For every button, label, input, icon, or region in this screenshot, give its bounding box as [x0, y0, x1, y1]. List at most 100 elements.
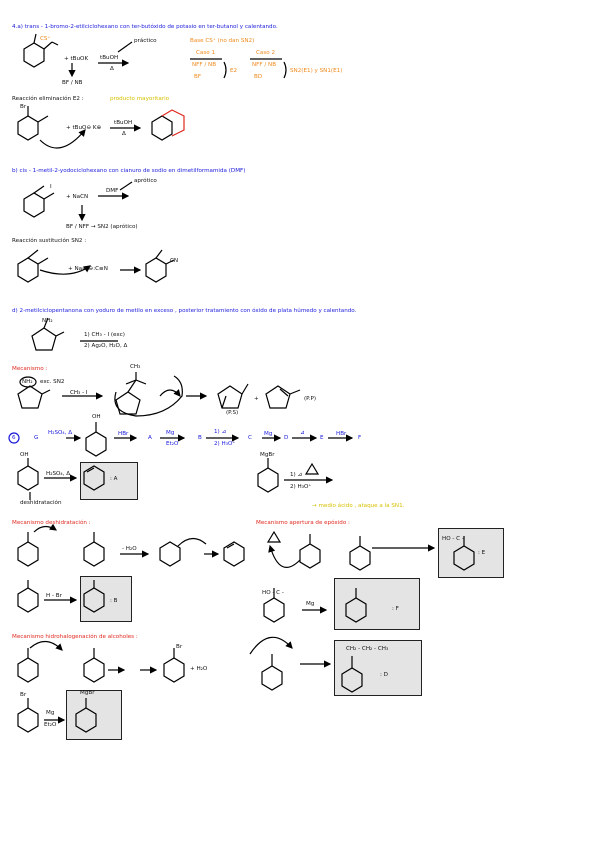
cyclohexane-b-mech	[17, 249, 49, 283]
bromide-br: Br	[20, 692, 27, 698]
caso2-bot: BD	[254, 74, 263, 80]
seq-G: G	[34, 435, 39, 441]
epox-alkoxide	[349, 536, 371, 571]
seq-D: D	[284, 435, 289, 441]
hbr-label: H - Br	[46, 593, 62, 599]
cyclohexane-b-product	[145, 249, 175, 283]
cyclohexene-mech	[223, 541, 245, 567]
epox-ho: HO - C -	[442, 536, 464, 542]
part-d-step1: 1) CH₃ - I (exc)	[84, 332, 125, 338]
cyclohexane-a-start	[23, 33, 59, 68]
mech-epox-title: Mecanismo apertura de epóxido :	[256, 520, 350, 526]
alkene-product-pp	[265, 385, 301, 409]
part-a-mech-br: Br	[20, 104, 27, 110]
seq-F: F	[358, 435, 362, 441]
seq-A: A	[148, 435, 152, 441]
bromocyclohexane	[17, 698, 39, 733]
part-a-arrow-delta: Δ	[110, 66, 114, 72]
result-box-B	[80, 576, 132, 622]
grignard-label: MgBr	[260, 452, 275, 458]
cyclohexyl-grignard	[257, 458, 279, 493]
mg-label: Mg	[306, 601, 315, 607]
seq-r5: Mg	[264, 431, 273, 437]
halog-mech-3	[163, 648, 185, 683]
part-a-below-label: BF / NB	[62, 80, 83, 86]
mg2: Mg	[46, 710, 55, 716]
dehyd-label: deshidratación	[20, 500, 62, 506]
cs-label: CS⁺	[40, 36, 51, 42]
mech-dehyd-title: Mecanismo deshidratación :	[12, 520, 91, 526]
result-D: : D	[380, 672, 388, 678]
seq-r7: HBr	[336, 431, 347, 437]
caso-header: Base CS⁺ (no dan SN2)	[190, 38, 255, 44]
result-box-F	[334, 578, 420, 630]
halog-mech-1	[17, 648, 39, 683]
grignard-r2: 2) H₃O⁺	[290, 484, 312, 490]
result-box-D	[334, 640, 422, 696]
alkoxide-final	[261, 654, 283, 691]
part-d-substituent: NH₂	[42, 318, 53, 324]
cyclopentane-d-start	[31, 317, 65, 351]
cyclohexane-b-start	[23, 185, 55, 218]
dehyd-reagent: H₂SO₄, Δ	[46, 471, 71, 477]
et2o: Et₂O	[44, 722, 57, 728]
part-d-product1-label: (P.S)	[226, 410, 239, 416]
seq-r2: HBr	[118, 431, 129, 437]
epox-mech-grignard	[299, 534, 321, 569]
seq-r3: Mg	[166, 430, 175, 436]
result-B: : B	[110, 598, 118, 604]
result-F: : F	[392, 606, 399, 612]
cyclopentane-d-mech	[17, 376, 51, 409]
part-a-arrow-reagent: tBuOH	[100, 55, 119, 61]
result-E: : E	[478, 550, 486, 556]
dehyd-oh: OH	[20, 452, 29, 458]
part-d-step2: 2) Ag₂O, H₂O, Δ	[84, 343, 128, 349]
cyclohexane-a-mech	[17, 106, 49, 141]
seq-C: C	[248, 435, 252, 441]
caso1-bot: BF	[194, 74, 202, 80]
caso2-top: NFF / NB	[252, 62, 277, 68]
br-label: Br	[176, 644, 183, 650]
part-b-reagent: + NaCN	[66, 194, 89, 200]
plus-h2o: + H₂O	[190, 666, 208, 672]
part-d-methyl-label: exc. SN2	[40, 379, 65, 385]
caso1-top: NFF / NB	[192, 62, 217, 68]
part-d-plus: +	[254, 396, 259, 402]
part-a-title: 4.a) trans - 1-bromo-2-etilciclohexano c…	[12, 24, 278, 30]
part-b-iodo: I	[50, 184, 52, 190]
dehyd-mech-1	[17, 532, 39, 567]
mech-halog-title: Mecanismo hidrohalogenación de alcoholes…	[12, 634, 138, 640]
part-a-mech-arrow: tBuOH	[114, 120, 133, 126]
seq-r3b: Et₂O	[166, 441, 179, 447]
seq-oh: OH	[92, 414, 101, 420]
part-b-mech-product: CN	[170, 258, 179, 264]
seq-r4b: 2) H₃O⁺	[214, 441, 236, 447]
part-a-mech-delta: Δ	[122, 131, 126, 137]
caso2: Caso 2	[256, 50, 276, 56]
mgbr-label: MgBr	[80, 690, 95, 696]
result-A: : A	[110, 476, 118, 482]
seq-r4: 1) ⊿	[214, 429, 227, 435]
cyclohexene-hbr	[17, 580, 39, 613]
result-box-E	[438, 528, 504, 578]
caso1-result: E2	[230, 68, 238, 74]
part-b-title: b) cis - 1-metil-2-yodociclohexano con c…	[12, 168, 246, 174]
part-b-arrow-reagent: DMF	[106, 188, 119, 194]
cyclohexanol-seq	[85, 422, 107, 457]
part-a-product-label: práctico	[134, 38, 157, 44]
caso1: Caso 1	[196, 50, 216, 56]
part-c-number: 6	[12, 435, 16, 441]
dehyd-mech-2	[83, 532, 105, 567]
seq-B: B	[198, 435, 202, 441]
h2o-loss: - H₂O	[122, 546, 137, 552]
seq-r6: ⊿	[300, 430, 305, 436]
result-box-C	[66, 690, 122, 740]
part-d-nh2: NH₂	[22, 379, 33, 385]
part-b-mech-title: Reacción sustitución SN2 :	[12, 238, 87, 244]
part-a-mech-reagent: + tBuO⊖ K⊕	[66, 125, 102, 131]
part-a-mech-note: producto mayoritario	[110, 96, 170, 102]
part-a-reagent: + tBuOK	[64, 56, 89, 62]
part-d-mech-title: Mecanismo :	[12, 366, 48, 372]
part-b-below-label: BF / NFF → SN2 (aprótico)	[66, 224, 138, 230]
